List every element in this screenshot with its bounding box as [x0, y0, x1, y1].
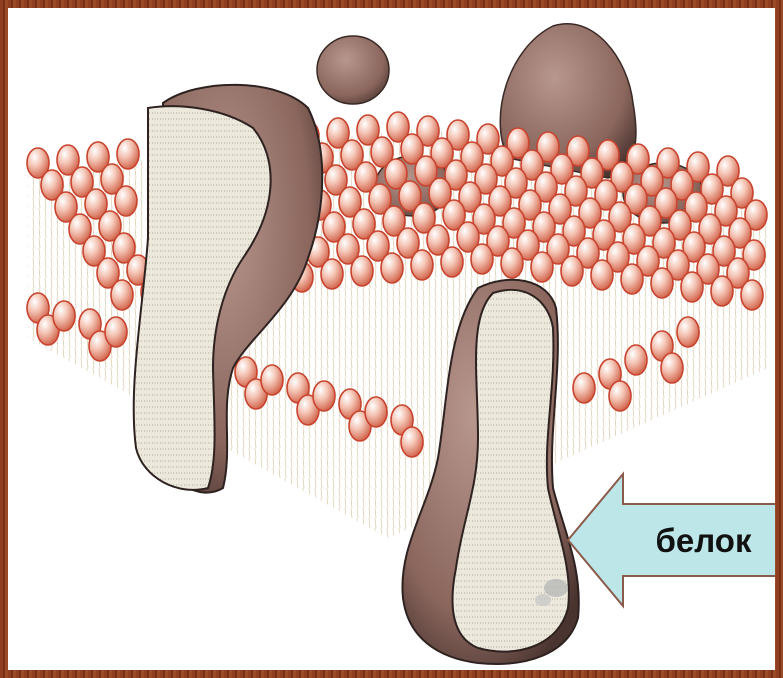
lipid-head: [115, 186, 137, 216]
lipid-head: [711, 276, 733, 306]
lipid-head: [261, 365, 283, 395]
lipid-head: [471, 244, 493, 274]
lipid-head: [117, 139, 139, 169]
lipid-head: [111, 280, 133, 310]
lipid-head: [561, 256, 583, 286]
lipid-head: [531, 252, 553, 282]
lipid-head: [573, 373, 595, 403]
lipid-head: [501, 248, 523, 278]
lipid-head: [621, 264, 643, 294]
lipid-head: [313, 381, 335, 411]
lipid-head: [591, 260, 613, 290]
lipid-head: [351, 256, 373, 286]
lipid-head: [381, 253, 403, 283]
lipid-head: [441, 247, 463, 277]
lipid-head: [625, 345, 647, 375]
lipid-head: [411, 250, 433, 280]
lipid-head: [677, 317, 699, 347]
lipid-head: [401, 427, 423, 457]
protein-label: белок: [606, 506, 775, 576]
lipid-head: [609, 381, 631, 411]
lipid-head: [365, 397, 387, 427]
lipid-head: [741, 280, 763, 310]
membrane-illustration-panel: белок: [8, 8, 775, 670]
lipid-head: [53, 301, 75, 331]
lipid-head: [681, 272, 703, 302]
lipid-head: [661, 353, 683, 383]
lipid-head: [321, 259, 343, 289]
lipid-head: [651, 268, 673, 298]
lipid-head: [105, 317, 127, 347]
